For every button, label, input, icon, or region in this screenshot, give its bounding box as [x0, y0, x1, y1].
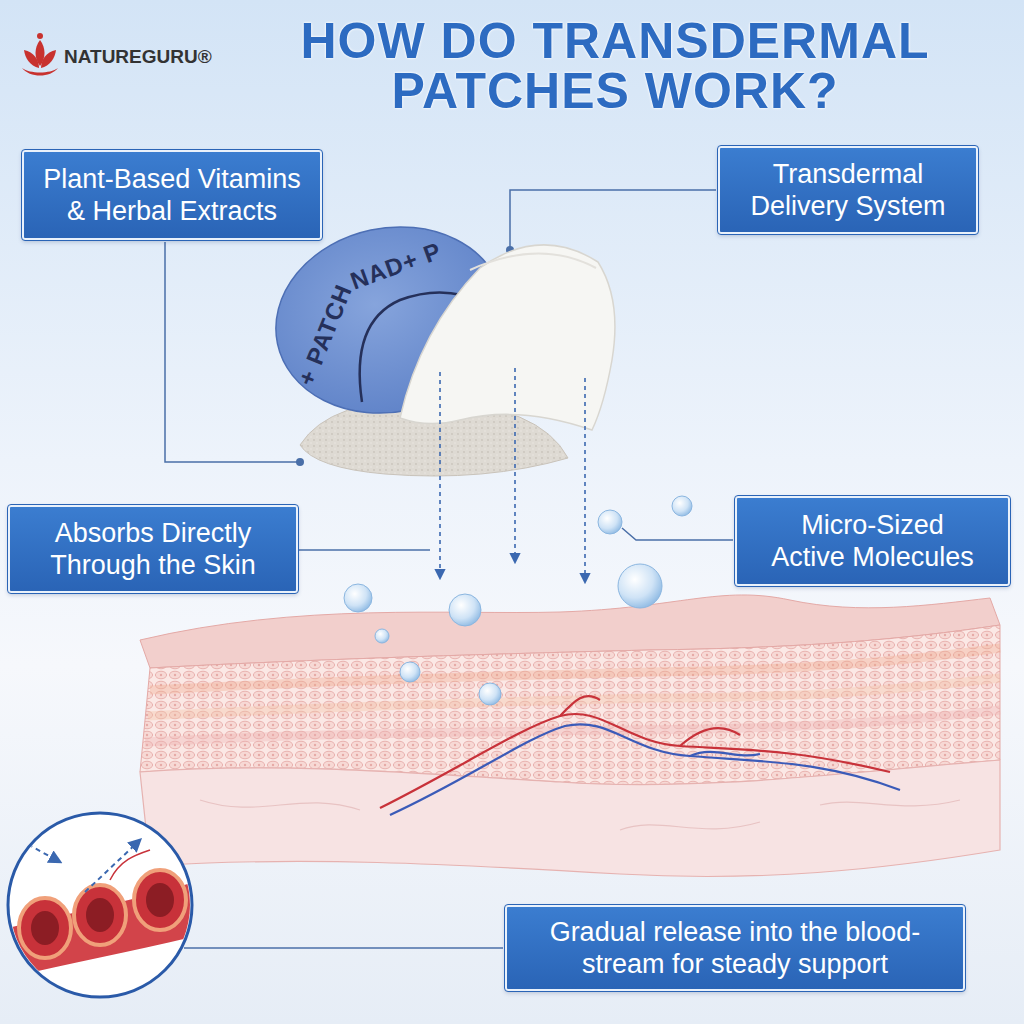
artery-branch	[560, 696, 600, 716]
molecule-bubble	[449, 594, 481, 626]
lotus-petal	[24, 50, 39, 68]
inset-circle	[8, 813, 192, 997]
leader-line	[298, 549, 430, 551]
fibre	[820, 800, 960, 806]
vessel-ring	[74, 885, 126, 945]
leader-line	[622, 528, 733, 540]
callout-text-group: Transdermal Delivery System	[734, 158, 962, 223]
callout-text: Micro-Sized Active Molecules	[767, 509, 978, 574]
callout-text-group: Plant-Based Vitamins & Herbal Extracts	[38, 163, 306, 228]
logo-icon	[22, 33, 58, 76]
callout-text-group: Absorbs Directly Through the Skin	[24, 517, 282, 582]
patch-peel-layer	[400, 245, 615, 430]
molecule-bubble	[598, 510, 622, 534]
inset-arrow	[85, 840, 140, 892]
callout-text: Gradual release into the blood-stream fo…	[531, 916, 939, 981]
skin-layer-bands	[145, 648, 1000, 742]
absorption-arrows	[440, 368, 585, 582]
inset-background	[8, 813, 192, 997]
inset-vessels	[0, 840, 200, 980]
epidermis-layers	[140, 625, 1000, 785]
vessel-ring	[19, 898, 71, 958]
callout-box: Absorbs Directly Through the Skin	[8, 505, 298, 593]
vessel-ring	[134, 870, 186, 930]
vein	[390, 724, 900, 815]
callout-box: Transdermal Delivery System	[718, 146, 978, 234]
callout-box: Plant-Based Vitamins & Herbal Extracts	[22, 150, 322, 240]
vein-branch	[690, 752, 760, 756]
molecule-bubble	[344, 584, 372, 612]
lotus-petal	[41, 50, 56, 68]
title: HOW DO TRANSDERMAL PATCHES WORK?	[270, 16, 960, 116]
molecule-bubble	[479, 683, 501, 705]
lotus-dot	[37, 33, 43, 39]
dashed-arrow	[514, 368, 516, 562]
callout-box: Micro-Sized Active Molecules	[735, 496, 1010, 586]
fibre	[620, 822, 760, 830]
callout-box: Gradual release into the blood-stream fo…	[505, 905, 965, 991]
artery	[380, 714, 890, 808]
molecule-bubble	[375, 629, 389, 643]
callout-text: Transdermal Delivery System	[734, 158, 962, 223]
fibre	[200, 800, 360, 810]
molecules	[344, 496, 692, 705]
capillary	[110, 850, 150, 880]
leader-line	[510, 190, 716, 250]
logo-text: NATUREGURU®	[64, 46, 212, 68]
layer-band	[148, 678, 1000, 716]
vessel-lumen	[146, 883, 174, 917]
molecule-bubble	[400, 662, 420, 682]
lotus-base	[22, 68, 58, 76]
molecule-bubble	[672, 496, 692, 516]
dashed-arrow	[584, 378, 586, 582]
callout-text: Plant-Based Vitamins & Herbal Extracts	[38, 163, 306, 228]
callout-text-group: Micro-Sized Active Molecules	[767, 509, 978, 574]
leader-dot	[296, 458, 304, 466]
molecule-bubble	[618, 564, 662, 608]
layer-band	[150, 648, 1000, 690]
patch-peel-edge	[470, 253, 596, 270]
leader-line	[184, 947, 503, 949]
dermis-layer	[140, 760, 1000, 877]
callout-text: Absorbs Directly Through the Skin	[24, 517, 282, 582]
vessel-lumen	[86, 898, 114, 932]
blood-vessels	[380, 696, 900, 815]
artery-branch	[680, 728, 740, 746]
callout-text-group: Gradual release into the blood-stream fo…	[531, 916, 939, 981]
dermis-fibres	[200, 800, 960, 830]
vessel-lumen	[31, 911, 59, 945]
dashed-arrow	[439, 372, 441, 578]
